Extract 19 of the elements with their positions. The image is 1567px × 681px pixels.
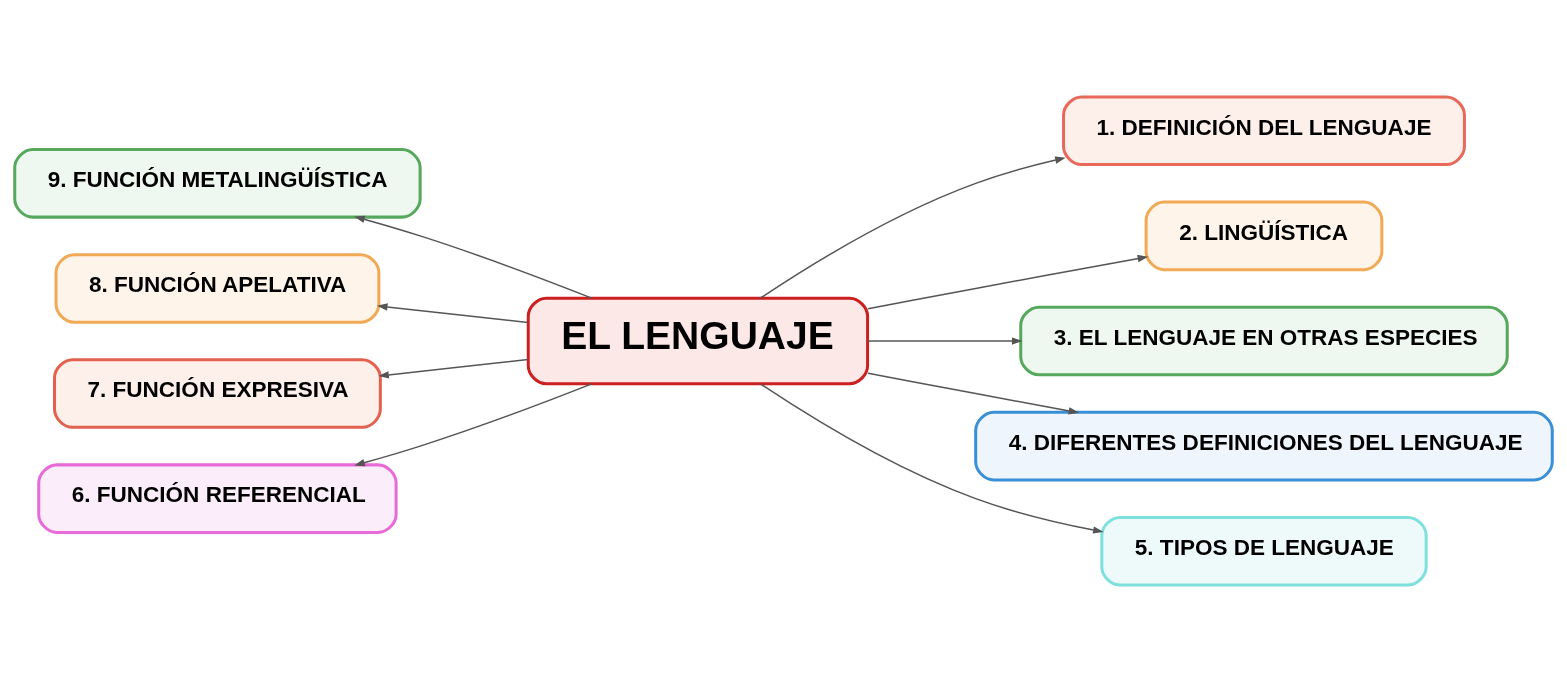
node-box: 4. DIFERENTES DEFINICIONES DEL LENGUAJE (974, 410, 1554, 481)
node-box: 9. FUNCIÓN METALINGÜÍSTICA (13, 147, 422, 219)
arrow (759, 382, 1104, 534)
node-box: EL LENGUAJE (526, 296, 870, 385)
node-box: 6. FUNCIÓN REFERENCIAL (37, 462, 398, 534)
arrow (378, 358, 529, 378)
node-box: 5. TIPOS DE LENGUAJE (1100, 515, 1428, 586)
node-box: 7. FUNCIÓN EXPRESIVA (53, 357, 382, 429)
node-box: 3. EL LENGUAJE EN OTRAS ESPECIES (1019, 305, 1509, 376)
arrow (867, 372, 1080, 414)
node-box: 1. DEFINICIÓN DEL LENGUAJE (1062, 95, 1466, 166)
arrow (377, 302, 529, 323)
arrow (354, 382, 593, 466)
node-box: 2. LINGÜÍSTICA (1144, 200, 1384, 271)
arrow (354, 215, 593, 299)
arrow (759, 156, 1066, 299)
arrow (866, 336, 1023, 345)
arrow (867, 254, 1149, 309)
node-box: 8. FUNCIÓN APELATIVA (54, 252, 381, 324)
